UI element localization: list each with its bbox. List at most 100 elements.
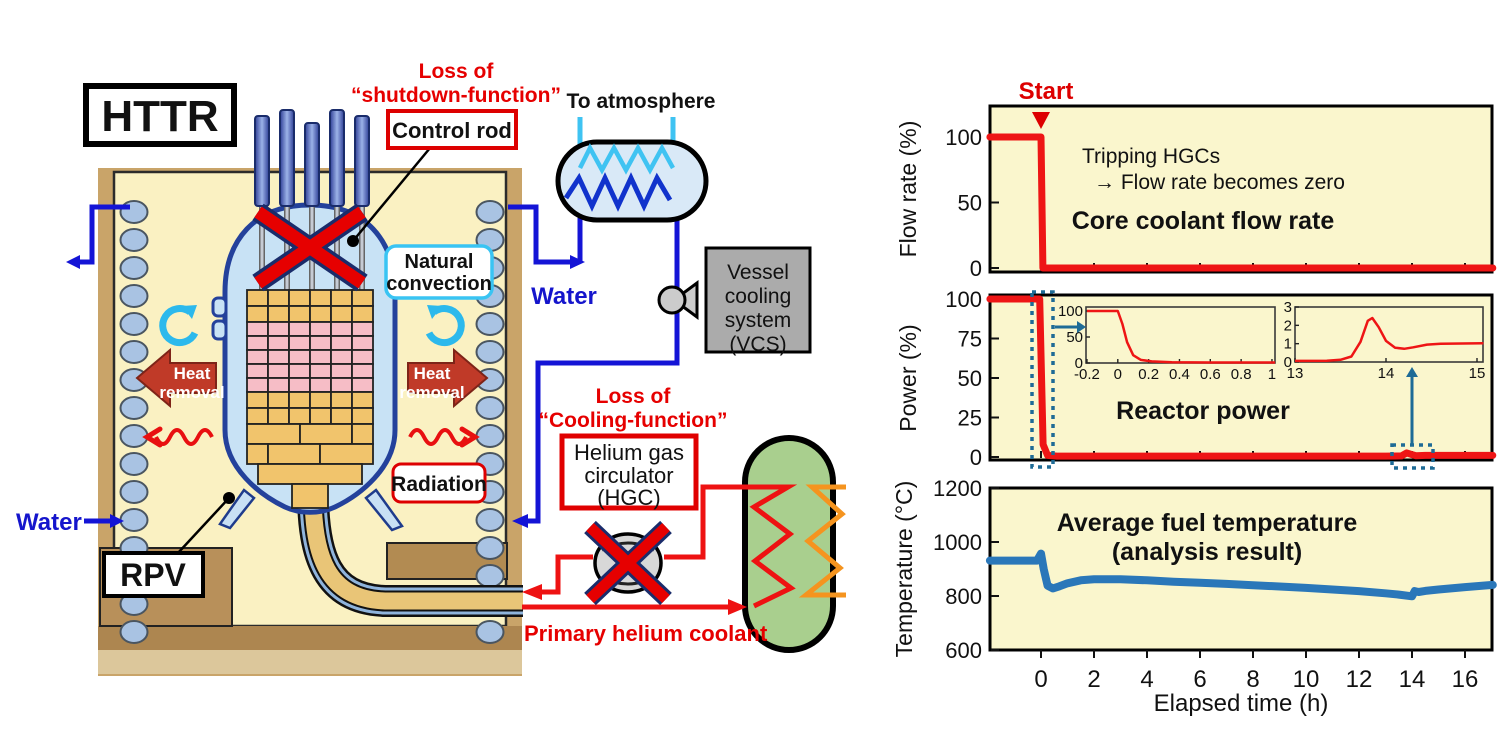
vcs-label: Vessel xyxy=(727,261,789,284)
core-support-block xyxy=(246,423,301,445)
core-block xyxy=(309,391,332,409)
cooler-return-pipe xyxy=(528,218,680,524)
flow-title: Core coolant flow rate xyxy=(1072,207,1335,235)
inset-ytick-label: 3 xyxy=(1284,299,1292,316)
rpv-box xyxy=(102,551,205,598)
core-block xyxy=(246,321,269,337)
temp-xtick-label: 16 xyxy=(1452,666,1479,693)
control-rod-box xyxy=(386,109,518,150)
httr-title-box xyxy=(83,83,237,147)
loss-shutdown-label: “shutdown-function” xyxy=(351,84,561,107)
flow-ytick-label: 0 xyxy=(970,256,982,281)
control-rod-drive xyxy=(304,122,320,207)
core-support-block xyxy=(257,463,363,485)
core-block xyxy=(309,335,332,351)
heat-removal-label: Heat xyxy=(414,364,451,383)
core-block xyxy=(288,321,311,337)
control-rods xyxy=(254,109,370,207)
inset-xtick-label: 0 xyxy=(1114,366,1122,383)
core-block xyxy=(288,391,311,409)
temp-ytick-label: 1200 xyxy=(933,476,982,501)
inset-xtick-label: 13 xyxy=(1287,365,1304,382)
water-outlet-arrowhead xyxy=(66,255,80,269)
loss-shutdown-label: Loss of xyxy=(419,60,495,83)
core-block xyxy=(246,391,269,409)
control-rod-label: Control rod xyxy=(392,118,512,143)
temp-title: (analysis result) xyxy=(1112,538,1302,566)
convection-arrow-icon xyxy=(159,305,199,347)
pump-icon xyxy=(657,285,687,315)
core-block xyxy=(267,289,290,307)
power-ytick-label: 25 xyxy=(958,406,982,431)
base-sand xyxy=(98,650,522,674)
core-block xyxy=(351,391,374,409)
core-block xyxy=(330,391,353,409)
water-coil xyxy=(119,200,149,224)
radiation-wave-arrowhead xyxy=(459,426,480,448)
inset-xtick-label: -0.2 xyxy=(1074,366,1100,383)
inset-xtick-label: 1 xyxy=(1268,366,1276,383)
water-coil xyxy=(475,564,505,588)
core-block xyxy=(267,349,290,365)
hgc-label: Helium gas xyxy=(574,440,684,465)
water-coil xyxy=(475,508,505,532)
core-block xyxy=(351,335,374,351)
core-block xyxy=(288,305,311,323)
start-label: Start xyxy=(1019,78,1074,105)
flow-note: → Flow rate becomes zero xyxy=(1094,171,1345,194)
core-block xyxy=(330,335,353,351)
water-coil xyxy=(119,508,149,532)
water-coil xyxy=(119,312,149,336)
inset-ytick-label: 0 xyxy=(1075,355,1083,372)
convection-arrowhead xyxy=(427,305,442,319)
helium-return-pipe xyxy=(664,484,798,609)
core-block xyxy=(267,321,290,337)
core-block xyxy=(246,305,269,323)
helium-return-pipe2 xyxy=(542,554,593,595)
hgc-label: circulator xyxy=(584,463,673,488)
heat-removal-label: removal xyxy=(399,383,464,402)
natural-convection-box xyxy=(384,244,494,300)
control-rod-drive xyxy=(279,109,295,207)
core-block xyxy=(351,305,374,323)
cooling-x-icon xyxy=(586,523,670,603)
inset-ytick-label: 100 xyxy=(1058,303,1083,320)
heat-removal-arrow-left xyxy=(135,347,217,409)
water-coil xyxy=(119,480,149,504)
inset-ytick-label: 2 xyxy=(1284,317,1292,334)
temp-title: Average fuel temperature xyxy=(1057,509,1358,537)
base-slab xyxy=(98,626,522,650)
temp-xtick-label: 10 xyxy=(1293,666,1320,693)
inset1-arrowhead xyxy=(1077,321,1086,333)
temp-ylabel: Temperature (°C) xyxy=(891,481,917,658)
rpv-skirt-right xyxy=(364,488,404,532)
water-coil xyxy=(475,312,505,336)
natural-convection-label: convection xyxy=(386,273,492,295)
core-block xyxy=(288,377,311,393)
inset-ytick-label: 0 xyxy=(1284,354,1292,371)
inset-xtick-label: 0.8 xyxy=(1231,366,1252,383)
reactor-schematic: Heat removal Heat removal Vessel xyxy=(16,60,846,676)
water-coil xyxy=(119,256,149,280)
vcs-box xyxy=(704,246,812,354)
core-block xyxy=(309,407,332,425)
primary-helium-label: Primary helium coolant xyxy=(524,621,768,646)
x-axis-label: Elapsed time (h) xyxy=(1154,690,1329,717)
power-inset-line xyxy=(1087,309,1276,364)
temp-ytick-label: 600 xyxy=(945,638,982,663)
convection-arrowhead xyxy=(182,305,197,319)
core-block xyxy=(309,363,332,379)
helium-arrowhead-right xyxy=(728,599,747,615)
water-coil xyxy=(475,340,505,364)
water-coil xyxy=(119,424,149,448)
flow-ylabel: Flow rate (%) xyxy=(895,121,921,258)
inset-xtick-label: 0.6 xyxy=(1200,366,1221,383)
power-ytick-label: 100 xyxy=(945,287,982,312)
rpv-nozzle-2 xyxy=(211,319,228,341)
loss-cooling-label: Loss of xyxy=(596,385,672,408)
power-ytick-label: 75 xyxy=(958,327,982,352)
hgc-box xyxy=(559,433,699,511)
water-coil xyxy=(475,396,505,420)
inset-xtick-label: 15 xyxy=(1469,365,1486,382)
